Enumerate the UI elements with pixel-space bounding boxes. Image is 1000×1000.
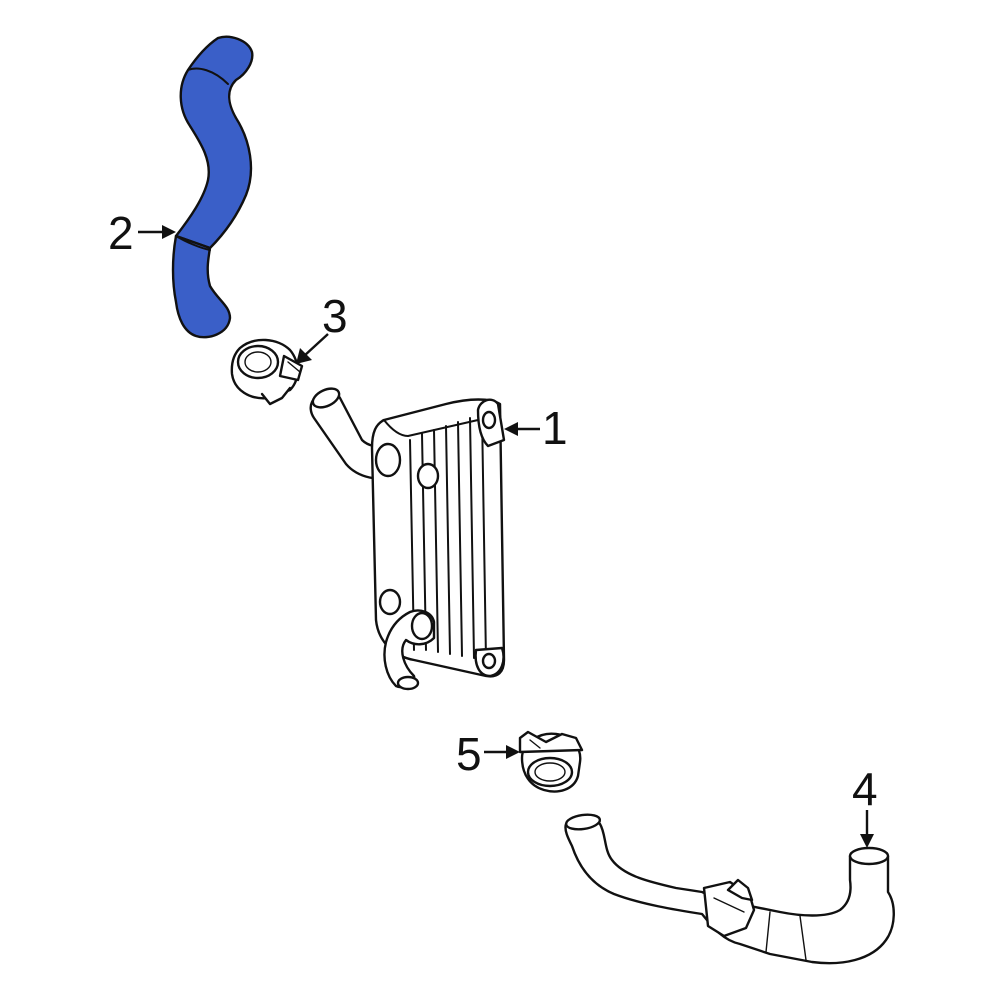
callout-4-label: 4 — [852, 763, 878, 815]
callout-1: 1 — [504, 402, 568, 454]
upper-hose-joint — [175, 235, 211, 251]
part-1-oil-cooler[interactable] — [309, 385, 506, 691]
callout-2-label: 2 — [108, 207, 134, 259]
callout-3: 3 — [296, 290, 348, 364]
callout-5-label: 5 — [456, 728, 482, 780]
part-2-upper-hose[interactable] — [171, 35, 254, 339]
callout-4: 4 — [852, 763, 878, 848]
callout-5: 5 — [456, 728, 520, 780]
part-4-lower-hose[interactable] — [564, 813, 895, 965]
part-3-upper-clamp[interactable] — [230, 338, 304, 406]
upper-hose-top-cuff — [187, 67, 229, 85]
callout-2: 2 — [108, 207, 176, 259]
upper-hose-bottom-segment — [171, 234, 232, 339]
lower-hose-body — [564, 817, 895, 965]
callout-1-label: 1 — [542, 402, 568, 454]
callout-3-label: 3 — [322, 290, 348, 342]
part-5-lower-clamp[interactable] — [518, 730, 584, 793]
upper-hose-top-segment — [174, 35, 254, 250]
